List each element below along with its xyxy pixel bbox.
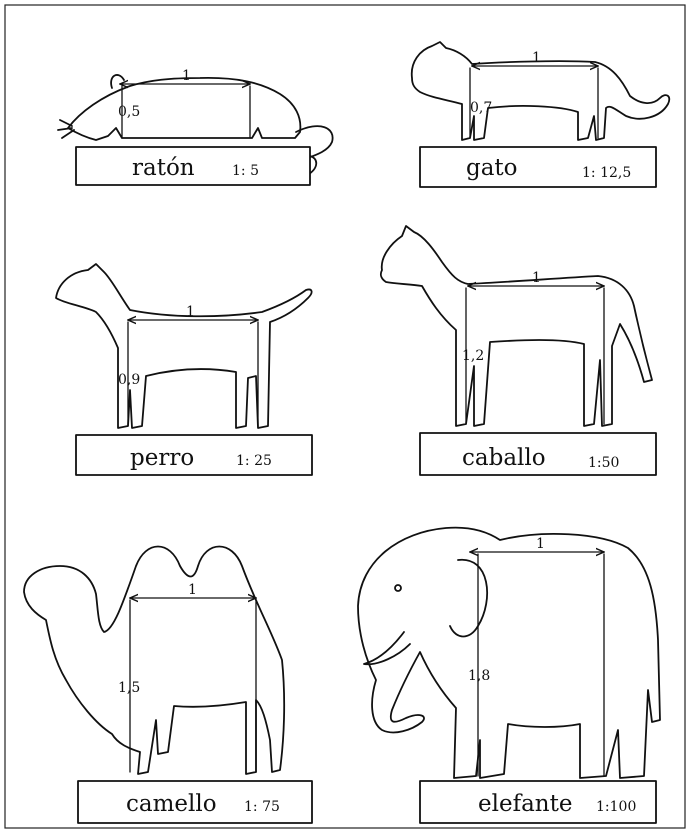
dog-scale-label: 1: 25 <box>236 453 272 469</box>
camel-scale-label: 1: 75 <box>244 799 280 815</box>
cat-height-label: 0,7 <box>470 100 492 116</box>
horse-height-label: 1,2 <box>462 348 484 364</box>
page-border <box>5 5 685 828</box>
horse-scale-label: 1:50 <box>588 455 619 471</box>
camel-silhouette <box>24 547 284 775</box>
dog-length-label: 1 <box>186 304 195 320</box>
elephant-name-label: elefante <box>478 791 572 817</box>
camel-name-label: camello <box>126 791 217 817</box>
panel-perro <box>56 264 312 475</box>
panel-camello <box>24 547 312 824</box>
dog-name-label: perro <box>130 445 194 471</box>
elephant-silhouette <box>358 528 660 778</box>
elephant-ear <box>450 560 487 637</box>
mouse-length-label: 1 <box>182 68 191 84</box>
cat-scale-label: 1: 12,5 <box>582 165 631 181</box>
horse-length-label: 1 <box>532 270 541 286</box>
elephant-eye <box>395 585 401 591</box>
horse-name-label: caballo <box>462 445 546 471</box>
mouse-silhouette <box>68 78 300 140</box>
cat-length-label: 1 <box>532 50 541 66</box>
dog-silhouette <box>56 264 312 428</box>
mouse-name-label: ratón <box>132 155 195 181</box>
elephant-height-label: 1,8 <box>468 668 490 684</box>
camel-height-label: 1,5 <box>118 680 140 696</box>
dog-height-label: 0,9 <box>118 372 140 388</box>
panel-caballo <box>381 226 656 475</box>
panel-raton <box>58 75 333 185</box>
panel-elefante <box>358 528 660 823</box>
mouse-height-label: 0,5 <box>118 104 140 120</box>
horse-silhouette <box>381 226 652 426</box>
camel-length-label: 1 <box>188 582 197 598</box>
elephant-length-label: 1 <box>536 536 545 552</box>
mouse-scale-label: 1: 5 <box>232 163 259 179</box>
elephant-scale-label: 1:100 <box>596 799 636 815</box>
elephant-tusk <box>364 632 410 664</box>
cat-name-label: gato <box>466 155 518 181</box>
